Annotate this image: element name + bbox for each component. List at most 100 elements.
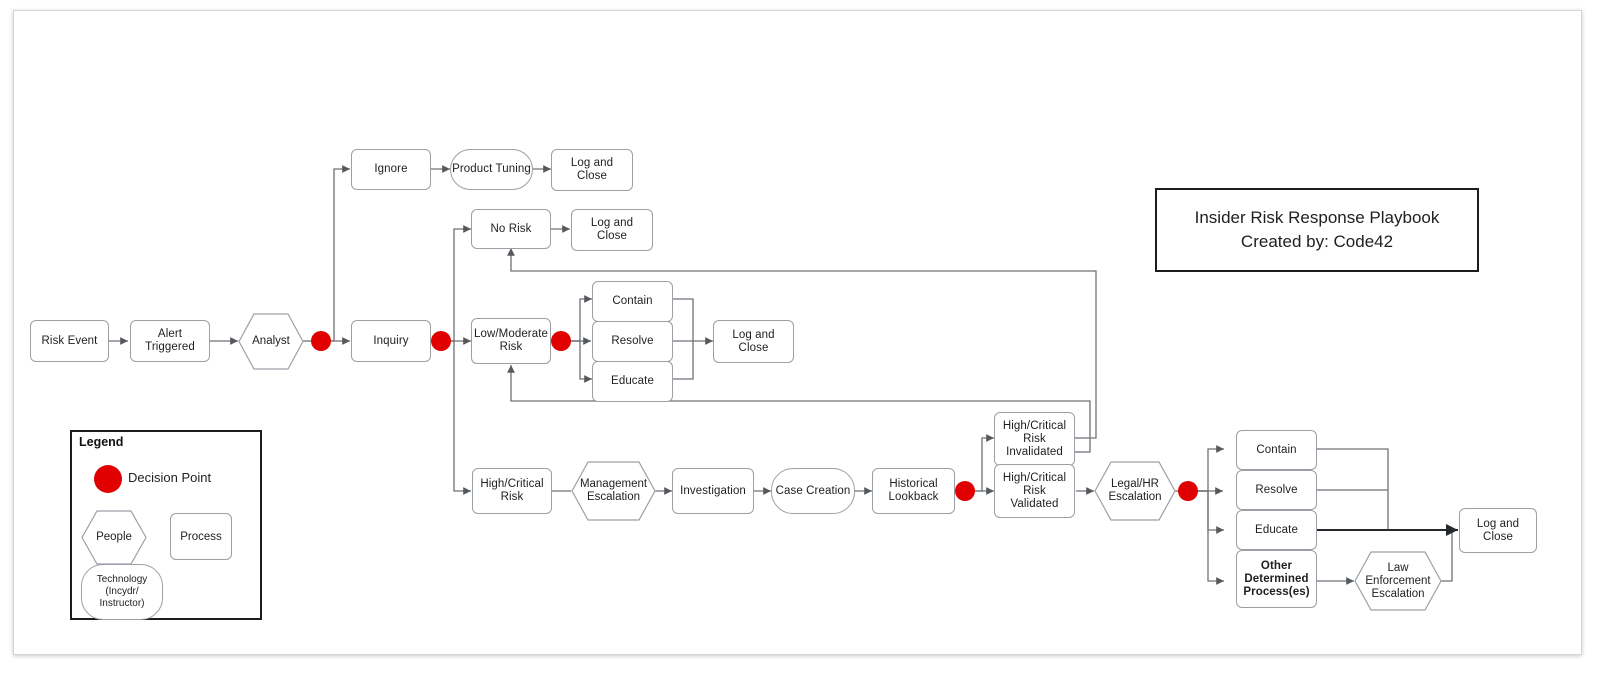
node-label-wrap: Analyst [238,313,304,370]
node-other-determined-process[interactable]: Other Determined Process(es) [1236,550,1317,608]
legend-box: Legend Decision Point People Process Tec… [70,430,262,620]
node-analyst[interactable]: Analyst [238,313,304,370]
node-label: Inquiry [373,334,409,347]
node-historical-lookback[interactable]: Historical Lookback [872,468,955,514]
node-label: Resolve [611,335,654,347]
node-label: High/Critical [1002,419,1067,432]
legend-technology-label-3: Instructor) [99,598,145,609]
node-label: Investigation [680,484,746,497]
hexagon-shape [1354,551,1442,611]
legend-process-label: Process [180,530,222,543]
node-label: No Risk [490,222,532,235]
node-label: Log and [590,217,634,229]
node-investigation[interactable]: Investigation [672,468,754,514]
node-label: Contain [612,295,653,307]
node-risk-event[interactable]: Risk Event [30,320,109,362]
node-hcr-validated[interactable]: High/Critical Risk Validated [994,464,1075,518]
node-label: High/Critical [480,478,544,490]
node-label: Educate [611,375,654,387]
node-log-and-close-final[interactable]: Log and Close [1459,508,1537,553]
decision-point-inquiry[interactable] [431,331,451,351]
legend-process-shape: Process [170,513,232,560]
node-label: Low/Moderate [473,328,549,340]
node-label: Resolve [1255,483,1298,496]
node-label: Escalation [586,491,641,503]
node-label: Determined [1244,572,1309,585]
node-label: Close [577,170,607,182]
decision-point-legal-hr[interactable] [1178,481,1198,501]
node-contain-mid[interactable]: Contain [592,281,673,322]
legend-decision-point-icon [94,465,122,493]
hexagon-shape [238,313,304,370]
legend-people-shape: People [81,510,147,565]
node-label: Historical [889,478,938,490]
node-label: Escalation [1371,587,1425,600]
node-label: Alert [157,328,183,340]
node-educate-mid[interactable]: Educate [592,361,673,402]
node-label: Risk Event [41,334,98,347]
node-label: Log and [570,157,614,169]
node-log-and-close-no-risk[interactable]: Log and Close [571,209,653,251]
legend-technology-label-1: Technology [96,574,148,585]
legend-title: Legend [79,435,124,449]
node-label: Product Tuning [452,163,531,175]
node-low-moderate-risk[interactable]: Low/Moderate Risk [471,318,551,364]
node-label: Validated [1010,497,1059,510]
title-line-1: Insider Risk Response Playbook [1194,208,1440,227]
node-label-wrap: Legal/HR Escalation [1094,461,1176,521]
node-ignore[interactable]: Ignore [351,149,431,190]
node-hcr-invalidated[interactable]: High/Critical Risk Invalidated [994,412,1075,466]
hexagon-shape [571,461,656,521]
node-label: Triggered [145,341,195,353]
node-label: Case Creation [775,484,851,497]
legend-people-label-wrap: People [81,510,147,565]
legend-technology-label-2: (Incydr/ [105,586,139,597]
node-label-wrap: Management Escalation [571,461,656,521]
node-label: Escalation [1108,491,1162,503]
node-label: Legal/HR [1111,478,1159,490]
node-educate-right[interactable]: Educate [1236,510,1317,550]
node-label: Risk [500,491,524,503]
node-inquiry[interactable]: Inquiry [351,320,431,362]
node-case-creation[interactable]: Case Creation [771,468,855,514]
node-log-and-close-top[interactable]: Log and Close [551,149,633,191]
legend-technology-label-wrap: Technology (Incydr/ Instructor) [97,574,148,610]
node-label: Log and [1476,517,1520,530]
title-line-2: Created by: Code42 [1240,232,1394,251]
node-label: Management [579,478,648,490]
node-label: Contain [1256,443,1297,456]
node-label: Close [597,230,627,242]
node-label: Analyst [252,335,290,347]
node-label: High/Critical [1002,471,1067,484]
node-label: Lookback [888,491,939,503]
node-law-enforcement-escalation[interactable]: Law Enforcement Escalation [1354,551,1442,611]
node-label: Ignore [374,163,408,175]
decision-point-lookback[interactable] [955,481,975,501]
node-no-risk[interactable]: No Risk [471,209,551,249]
node-management-escalation[interactable]: Management Escalation [571,461,656,521]
node-label: Risk [1023,484,1046,497]
node-product-tuning[interactable]: Product Tuning [450,149,533,190]
decision-point-low-moderate[interactable] [551,331,571,351]
node-high-critical-risk[interactable]: High/Critical Risk [472,468,552,514]
node-legal-hr-escalation[interactable]: Legal/HR Escalation [1094,461,1176,521]
node-resolve-mid[interactable]: Resolve [592,321,673,362]
legend-people-label: People [96,531,132,543]
node-label: Log and [732,328,775,341]
node-label: Invalidated [1006,445,1063,458]
node-label: Risk [499,341,523,353]
decision-point-analyst[interactable] [311,331,331,351]
title-box: Insider Risk Response Playbook Created b… [1155,188,1479,272]
node-label: Law [1387,561,1409,574]
node-contain-right[interactable]: Contain [1236,430,1317,470]
node-label: Other [1260,559,1293,572]
node-label: Enforcement [1365,574,1431,587]
node-alert-triggered[interactable]: Alert Triggered [130,320,210,362]
node-label: Educate [1255,523,1298,536]
node-label: Close [1483,530,1513,543]
node-resolve-right[interactable]: Resolve [1236,470,1317,510]
legend-technology-shape: Technology (Incydr/ Instructor) [81,564,163,620]
node-log-and-close-mid[interactable]: Log and Close [713,320,794,363]
